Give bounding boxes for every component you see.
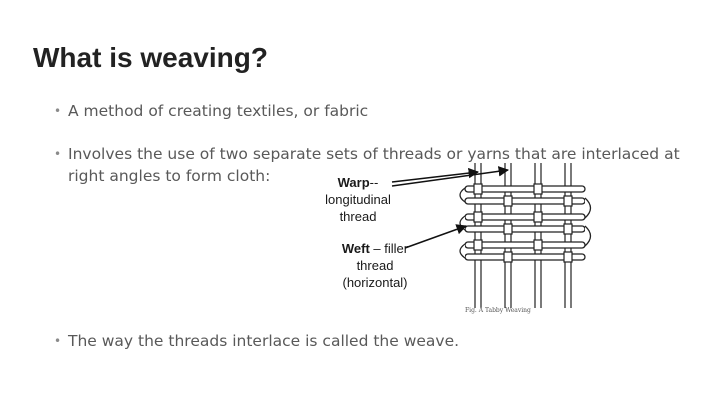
bullet-dot-icon: • — [54, 104, 62, 118]
warp-label: Warp — [337, 175, 370, 190]
weave-diagram — [459, 163, 592, 308]
bullet-item-3: • The way the threads interlace is calle… — [54, 330, 460, 352]
warp-threads — [474, 163, 572, 308]
bullet-text-1: A method of creating textiles, or fabric — [68, 102, 369, 120]
slide-title: What is weaving? — [33, 42, 268, 73]
warp-callout: Warp-- longitudinal thread — [318, 174, 398, 225]
weft-callout: Weft – filler thread (horizontal) — [330, 240, 420, 291]
bullet-item-2: • Involves the use of two separate sets … — [54, 143, 708, 187]
weft-threads — [459, 185, 592, 261]
bullet-dot-icon: • — [54, 147, 62, 161]
weft-description: – filler thread (horizontal) — [342, 241, 409, 290]
bullet-text-3: The way the threads interlace is called … — [68, 332, 460, 350]
bullet-dot-icon: • — [54, 334, 62, 348]
warp-description: -- longitudinal thread — [325, 175, 391, 224]
weft-label: Weft — [341, 241, 370, 256]
bullet-text-2: Involves the use of two separate sets of… — [68, 145, 680, 185]
bullet-item-1: • A method of creating textiles, or fabr… — [54, 100, 369, 122]
figure-caption: Fig. A Tabby Weaving — [465, 307, 531, 314]
